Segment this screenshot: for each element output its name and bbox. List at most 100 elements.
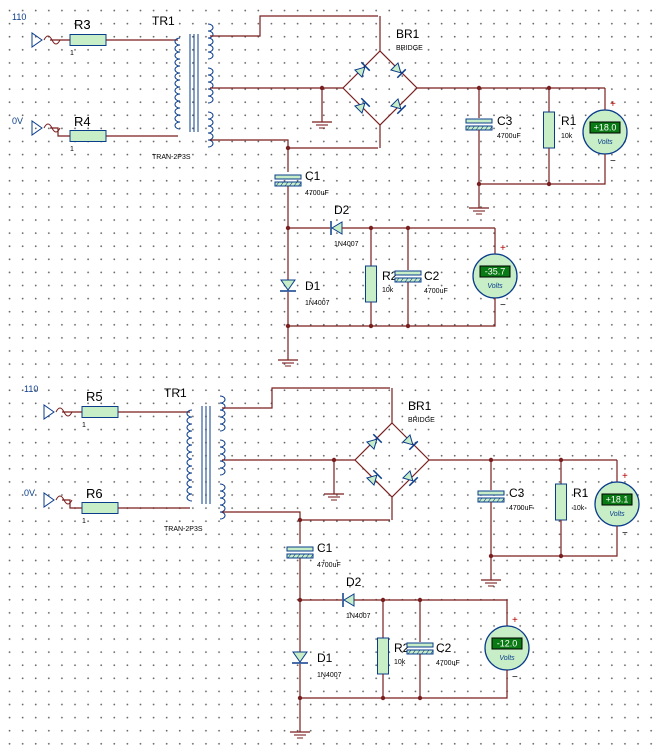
capacitor-hatch: [395, 277, 400, 283]
capacitor-hatch: [484, 125, 489, 131]
voltmeter-minus-sign: −: [610, 156, 616, 167]
resistor-body: [377, 637, 389, 675]
transformer-secondary-coil: [207, 111, 214, 148]
junction-dot: [558, 553, 564, 559]
voltmeter-minus-sign: −: [622, 528, 628, 539]
capacitor-hatch: [287, 553, 292, 559]
diode-bar: [396, 68, 407, 79]
voltmeter-unit: Volts: [597, 139, 613, 146]
diode-triangle: [401, 469, 414, 482]
diode-triangle: [331, 221, 343, 235]
bridge-diode: [353, 61, 371, 79]
transformer-secondary-coil: [219, 395, 226, 432]
diode-ref-label: D2: [334, 203, 350, 217]
bridge-diode: [365, 469, 383, 487]
bridge-diode: [365, 433, 383, 451]
capacitor-hatch: [487, 497, 492, 503]
resistor-body: [69, 34, 107, 46]
voltmeter-display: [491, 637, 523, 650]
capacitor-hatch: [466, 125, 471, 131]
resistor-ref-label: R2: [382, 269, 398, 283]
diode-bar: [372, 469, 383, 480]
diode-bar: [408, 440, 419, 451]
diode-value-label: 1N4007: [317, 672, 342, 679]
capacitor-hatch: [489, 125, 493, 131]
source-terminal-icon: [43, 404, 55, 420]
capacitor-value-label: 4700uF: [509, 505, 533, 512]
resistor-value-label: 1: [70, 146, 74, 153]
capacitor-hatch: [409, 277, 413, 283]
transformer-ref-label: TR1: [152, 14, 175, 28]
junction-dot: [546, 181, 552, 187]
resistor-ref-label: R1: [561, 114, 577, 128]
bridge-diode: [389, 61, 407, 79]
bridge-diode: [401, 469, 419, 487]
junction-dot: [380, 695, 386, 701]
diode-bar: [396, 104, 407, 115]
diode-triangle: [280, 279, 296, 291]
transformer-value-label: TRAN-2P3S: [164, 526, 203, 533]
capacitor-hatch: [301, 553, 305, 559]
capacitor-value-label: 4700uF: [497, 133, 521, 140]
resistor-ref-label: R3: [74, 17, 91, 32]
capacitor-hatch: [280, 181, 284, 187]
transformer-secondary-coil: [219, 439, 226, 476]
capacitor-ref-label: C3: [497, 114, 513, 128]
diode-triangle: [401, 433, 414, 446]
transformer-ref-label: TR1: [164, 386, 187, 400]
wire: [50, 127, 70, 137]
capacitor-hatch: [407, 649, 412, 655]
voltmeter-plus-sign: +: [622, 471, 628, 482]
resistor-body: [81, 406, 119, 418]
diode-bar: [408, 476, 419, 487]
voltmeter-reading: -35.7: [485, 267, 506, 277]
capacitor-ref-label: C3: [509, 486, 525, 500]
resistor-body: [81, 502, 119, 514]
voltmeter-unit: Volts: [499, 655, 515, 662]
source-hot-label: 110: [12, 12, 26, 22]
voltmeter-display: [479, 265, 511, 278]
resistor-body: [555, 483, 567, 521]
diode-triangle: [353, 66, 366, 79]
capacitor-hatch: [496, 497, 501, 503]
capacitor-hatch: [404, 277, 409, 283]
resistor-ref-label: R1: [573, 486, 589, 500]
diode-value-label: 1N4007: [334, 241, 359, 248]
capacitor-hatch: [416, 649, 421, 655]
wire: [62, 499, 82, 509]
capacitor-ref-label: C1: [305, 169, 321, 183]
junction-dot: [297, 517, 303, 523]
voltmeter-plus-sign: +: [610, 99, 616, 110]
voltmeter-display: [589, 121, 621, 134]
transformer-secondary-coil: [219, 483, 226, 520]
resistor-value-label: 10k: [382, 287, 394, 294]
capacitor-hatch: [292, 553, 296, 559]
capacitor-plate-positive: [274, 174, 302, 180]
capacitor-hatch: [293, 181, 298, 187]
resistor-body: [365, 265, 377, 303]
diode-ref-label: D1: [317, 651, 333, 665]
resistor-body: [69, 130, 107, 142]
capacitor-hatch: [492, 497, 496, 503]
capacitor-hatch: [480, 125, 484, 131]
bridge-ref-label: BR1: [396, 27, 420, 41]
capacitor-hatch: [471, 125, 475, 131]
power-supply-circuit-2: 1100VR51R61TR1TRAN-2P3SBR1BRIDGEC34700uF…: [24, 384, 640, 739]
voltmeter-minus-sign: −: [500, 300, 506, 311]
resistor-value-label: 10k: [561, 133, 573, 140]
diode-value-label: 1N4007: [346, 613, 371, 620]
junction-dot: [405, 323, 411, 329]
bridge-ref-label: BR1: [408, 399, 432, 413]
diode-bar: [360, 61, 371, 72]
voltmeter-unit: Volts: [609, 511, 625, 518]
junction-dot: [368, 323, 374, 329]
resistor-ref-label: R4: [74, 114, 91, 129]
capacitor-hatch: [418, 277, 422, 283]
capacitor-hatch: [305, 553, 310, 559]
diode-triangle: [292, 651, 308, 663]
voltmeter-plus-sign: +: [500, 243, 506, 254]
capacitor-plate-positive: [406, 642, 434, 648]
diode-bar: [372, 433, 383, 444]
resistor-value-label: 10k: [394, 659, 406, 666]
